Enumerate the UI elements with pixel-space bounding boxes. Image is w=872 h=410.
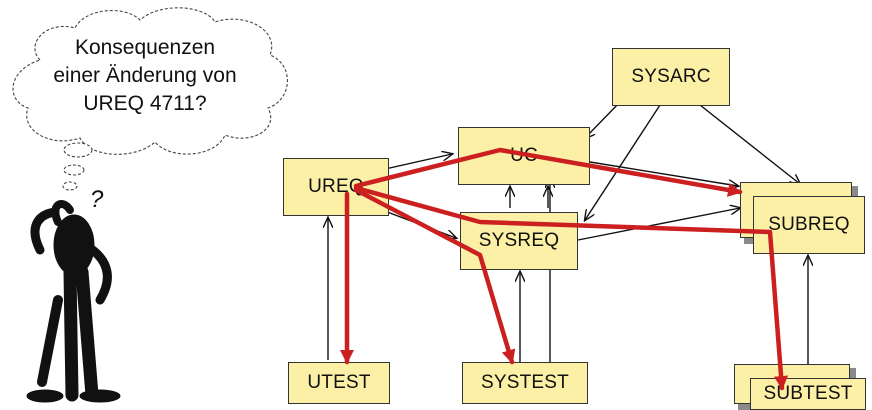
thought-line-3: UREQ 4711? xyxy=(83,92,207,115)
thought-line-1: Konsequenzen xyxy=(74,36,216,59)
node-sysreq-label: SYSREQ xyxy=(478,230,560,251)
trace-ureq-to-systest xyxy=(353,187,516,365)
node-ureq[interactable]: UREQ xyxy=(283,158,389,216)
thought-line-2: einer Änderung von xyxy=(53,64,237,87)
node-systest-label: SYSTEST xyxy=(481,372,569,393)
question-mark: ? xyxy=(90,186,104,213)
node-ureq-label: UREQ xyxy=(308,176,364,197)
thought-text: Konsequenzen einer Änderung von UREQ 471… xyxy=(30,34,260,118)
node-subtest[interactable]: SUBTEST xyxy=(750,378,866,410)
dependency-arrows xyxy=(328,99,808,365)
node-sysarc[interactable]: SYSARC xyxy=(612,48,730,106)
node-utest-label: UTEST xyxy=(307,372,371,393)
node-subreq-label: SUBREQ xyxy=(768,214,850,235)
thought-cloud-icon xyxy=(12,7,288,191)
trace-ureq-to-subreq-via-uc xyxy=(353,147,743,197)
thinking-person-icon xyxy=(26,200,121,403)
node-sysarc-label: SYSARC xyxy=(631,66,711,87)
trace-ureq-to-subtest xyxy=(353,185,789,391)
node-utest[interactable]: UTEST xyxy=(288,362,390,404)
node-systest[interactable]: SYSTEST xyxy=(462,362,588,404)
node-subreq[interactable]: SUBREQ xyxy=(753,196,865,254)
